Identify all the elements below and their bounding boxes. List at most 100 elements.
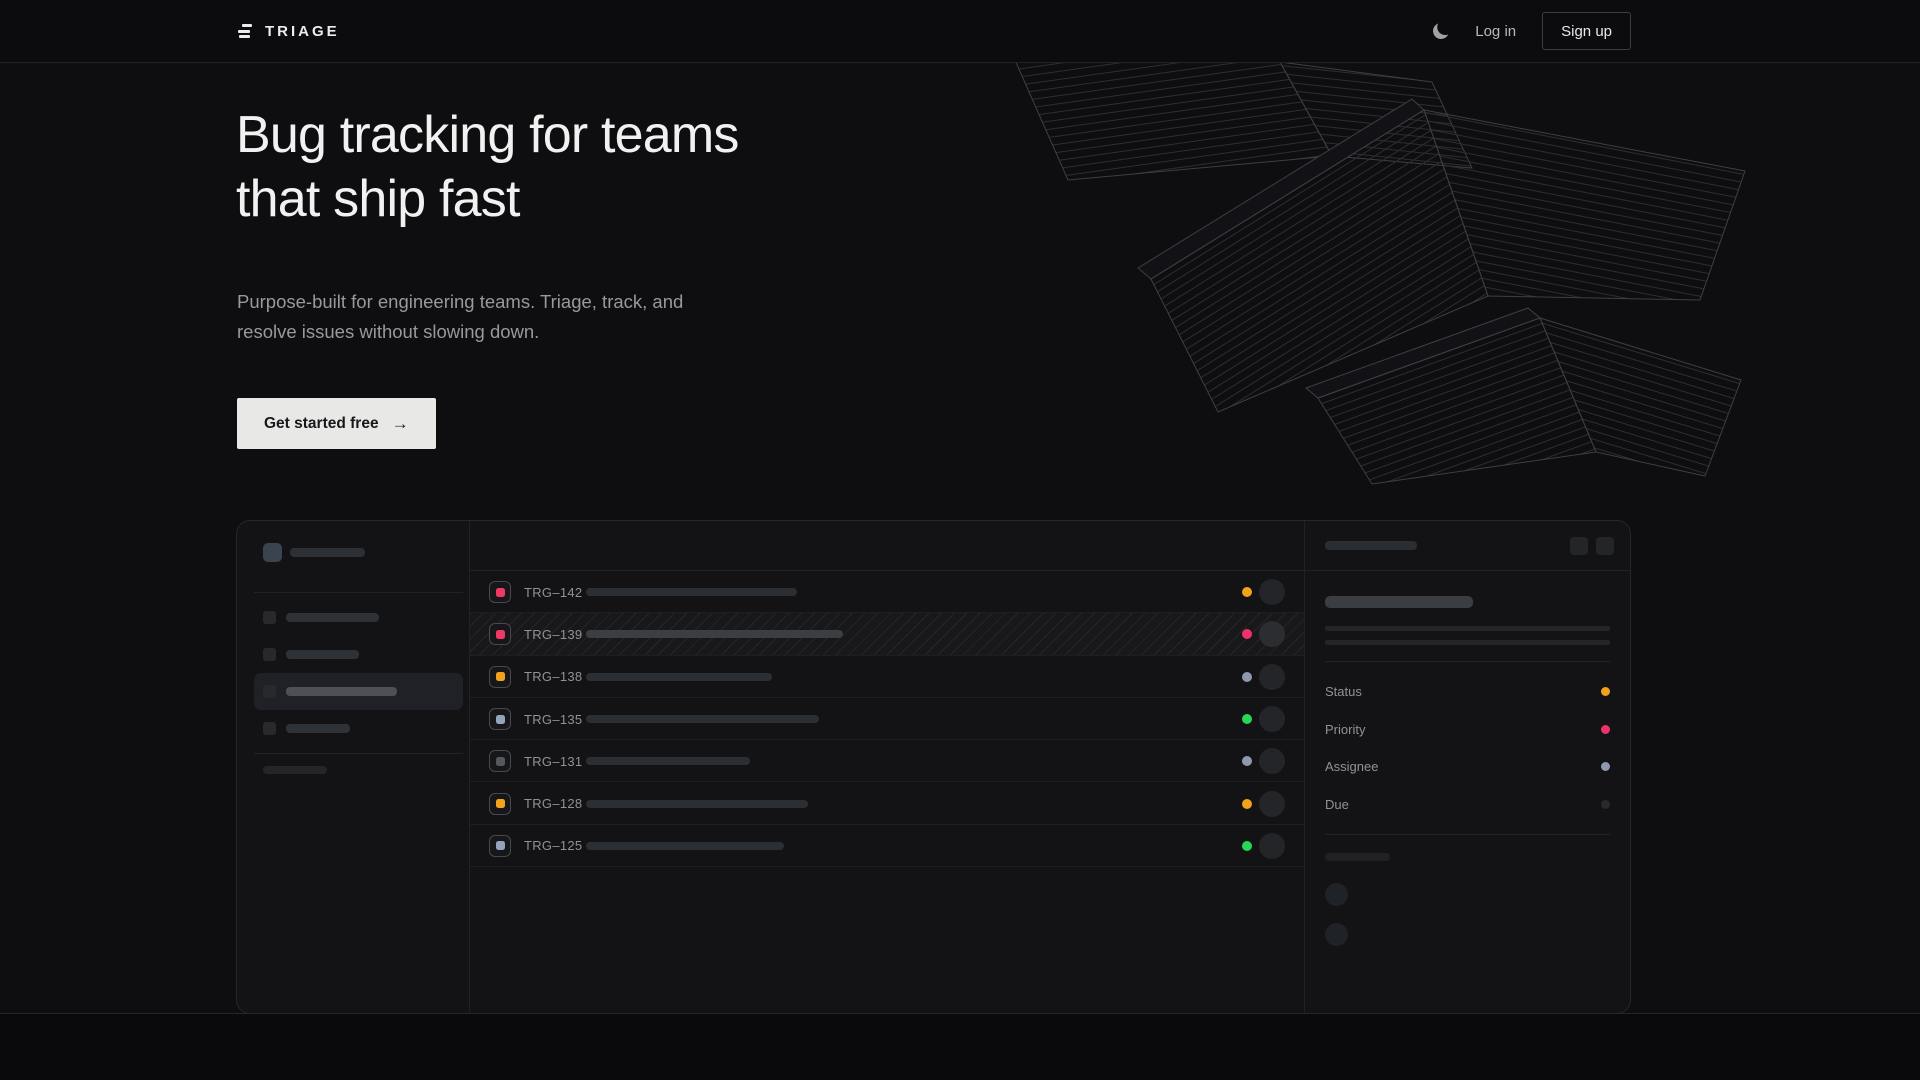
sidebar-section-placeholder xyxy=(263,766,327,774)
description-line xyxy=(1325,626,1610,631)
workspace-icon xyxy=(263,543,282,562)
issue-title-placeholder xyxy=(586,630,843,639)
sidebar-nav-item[interactable] xyxy=(254,636,463,673)
issue-id: TRG–128 xyxy=(524,796,583,812)
sidebar-divider xyxy=(254,592,463,593)
mockup-sidebar xyxy=(237,521,470,1013)
hero-title-line2: that ship fast xyxy=(236,170,520,228)
nav-item-icon xyxy=(263,611,276,624)
sidebar-nav-item[interactable] xyxy=(254,673,463,710)
site-footer xyxy=(0,1013,1920,1080)
detail-fields: Status Priority Assignee Due xyxy=(1325,673,1610,823)
issue-assignee-avatar xyxy=(1259,832,1285,859)
detail-divider xyxy=(1325,834,1610,835)
issue-status-chip-fill xyxy=(495,714,505,724)
nav-item-icon xyxy=(263,685,276,698)
issue-status-chip xyxy=(489,750,511,773)
issue-state-dot xyxy=(1242,840,1252,851)
issue-status-chip-fill xyxy=(495,629,505,639)
issue-status-chip xyxy=(489,665,511,688)
issue-id: TRG–125 xyxy=(524,838,583,854)
hero-title-line1: Bug tracking for teams xyxy=(236,106,739,164)
detail-field-row[interactable]: Priority xyxy=(1325,711,1610,749)
issue-status-chip xyxy=(489,581,511,604)
sidebar-nav-item[interactable] xyxy=(254,710,463,747)
issue-status-chip xyxy=(489,834,511,857)
hero-subtitle-line1: Purpose-built for engineering teams. Tri… xyxy=(237,291,684,312)
sidebar-nav-item[interactable] xyxy=(254,599,463,636)
get-started-button[interactable]: Get started free → xyxy=(237,398,436,449)
description-line xyxy=(1325,640,1610,645)
issue-status-chip xyxy=(489,708,511,731)
issue-row[interactable]: TRG–142 xyxy=(470,571,1304,613)
issue-status-chip-fill xyxy=(495,841,505,851)
sidebar-divider xyxy=(254,753,463,754)
issue-assignee-avatar xyxy=(1259,621,1285,648)
detail-header xyxy=(1305,521,1630,571)
issue-status-chip-fill xyxy=(495,756,505,766)
issue-state-dot xyxy=(1242,756,1252,767)
workspace-name-placeholder xyxy=(290,548,365,557)
issue-assignee-avatar xyxy=(1259,663,1285,690)
issue-id: TRG–139 xyxy=(524,626,583,642)
nav-item-label-placeholder xyxy=(286,650,359,659)
issue-status-chip-fill xyxy=(495,799,505,809)
field-label: Due xyxy=(1325,796,1349,812)
issue-status-chip-fill xyxy=(495,587,505,597)
sidebar-footer-dots xyxy=(263,790,453,808)
field-value-dot xyxy=(1601,724,1610,734)
issue-id: TRG–138 xyxy=(524,669,583,685)
detail-body: Status Priority Assignee Due xyxy=(1305,571,1630,946)
issue-title-placeholder xyxy=(586,672,772,681)
hero-subtitle-line2: resolve issues without slowing down. xyxy=(237,321,540,342)
issue-rows: TRG–142 TRG–139 TRG–138 xyxy=(470,571,1304,867)
issue-row[interactable]: TRG–138 xyxy=(470,656,1304,698)
site-header: TRIAGE Log in Sign up xyxy=(0,0,1920,63)
detail-actions xyxy=(1570,536,1614,555)
detail-action-button[interactable] xyxy=(1570,536,1588,555)
issue-row[interactable]: TRG–135 xyxy=(470,698,1304,740)
field-value-dot xyxy=(1601,799,1610,809)
issue-assignee-avatar xyxy=(1259,748,1285,775)
issue-status-chip-fill xyxy=(495,672,505,682)
workspace-switcher[interactable] xyxy=(263,543,453,562)
issue-id: TRG–131 xyxy=(524,753,583,769)
brand[interactable]: TRIAGE xyxy=(237,23,340,40)
issue-title-placeholder xyxy=(586,799,808,808)
activity-avatars xyxy=(1325,883,1610,946)
issue-row[interactable]: TRG–139 xyxy=(470,613,1304,656)
hero-title: Bug tracking for teams that ship fast xyxy=(236,103,739,231)
hero-subtitle: Purpose-built for engineering teams. Tri… xyxy=(237,287,683,347)
field-label: Priority xyxy=(1325,721,1366,737)
activity-avatar xyxy=(1325,883,1348,906)
issue-title-placeholder xyxy=(586,715,819,724)
app-mockup-panel: TRG–142 TRG–139 TRG–138 xyxy=(236,520,1631,1014)
activity-section-placeholder xyxy=(1325,853,1390,861)
detail-breadcrumb-placeholder xyxy=(1325,541,1417,550)
issue-id: TRG–135 xyxy=(524,711,583,727)
issue-assignee-avatar xyxy=(1259,706,1285,733)
arrow-right-icon: → xyxy=(391,413,409,433)
detail-field-row[interactable]: Due xyxy=(1325,786,1610,824)
detail-action-button[interactable] xyxy=(1596,536,1614,555)
nav-item-icon xyxy=(263,648,276,661)
field-value-dot xyxy=(1601,687,1610,697)
get-started-label: Get started free xyxy=(264,414,379,432)
signup-button[interactable]: Sign up xyxy=(1542,12,1631,50)
nav-item-label-placeholder xyxy=(286,724,350,733)
issue-row[interactable]: TRG–128 xyxy=(470,782,1304,824)
theme-toggle-moon-icon[interactable] xyxy=(1432,22,1451,41)
field-label: Assignee xyxy=(1325,759,1379,775)
detail-field-row[interactable]: Status xyxy=(1325,673,1610,711)
nav-item-label-placeholder xyxy=(286,613,379,622)
login-link[interactable]: Log in xyxy=(1475,22,1517,40)
detail-description-placeholder xyxy=(1325,626,1610,645)
issue-row[interactable]: TRG–125 xyxy=(470,825,1304,867)
detail-field-row[interactable]: Assignee xyxy=(1325,748,1610,786)
issue-title-placeholder xyxy=(586,588,797,597)
issue-row[interactable]: TRG–131 xyxy=(470,740,1304,782)
issue-title-placeholder xyxy=(586,841,784,850)
issue-state-dot xyxy=(1242,671,1252,682)
issue-assignee-avatar xyxy=(1259,790,1285,817)
issue-assignee-avatar xyxy=(1259,579,1285,606)
